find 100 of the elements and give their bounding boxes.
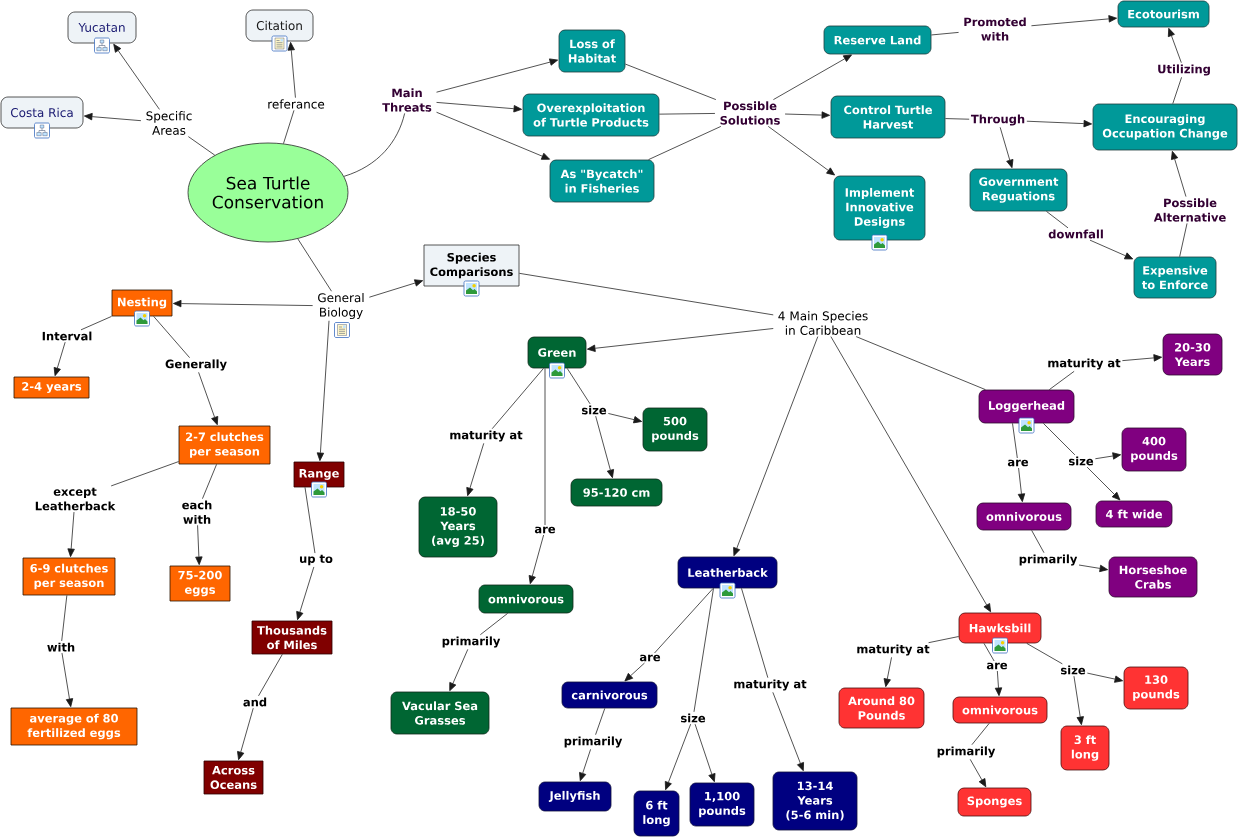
connector-line <box>1026 643 1063 665</box>
concept-box: 400 pounds <box>1121 427 1187 472</box>
concept-box: As "Bycatch" in Fisheries <box>549 159 655 203</box>
concept-box: Green <box>527 336 587 369</box>
concept-box: Control Turtle Harvest <box>830 95 946 139</box>
concept-box: Implement Innovative Designs <box>833 175 926 241</box>
connector-line <box>928 636 959 644</box>
linking-phrase: are <box>639 654 661 662</box>
concept-box: 95-120 cm <box>570 478 663 507</box>
connector-line <box>625 63 717 100</box>
concept-box: 20-30 Years <box>1162 333 1223 376</box>
arrow <box>436 111 550 160</box>
arrow <box>296 566 315 621</box>
arrow <box>84 113 142 122</box>
concept-box: Ecotourism <box>1117 0 1210 28</box>
concept-box: 500 pounds <box>642 407 708 452</box>
arrow <box>1031 15 1117 27</box>
concept-box: Reserve Land <box>823 25 932 55</box>
concept-box: Citation <box>245 9 314 42</box>
linking-phrase: 4 Main Species in Caribbean <box>778 311 868 335</box>
arrow <box>466 442 485 497</box>
connector-line <box>258 654 283 697</box>
concept-box: 6 ft long <box>633 790 680 837</box>
linking-phrase: Main Threats <box>382 88 432 112</box>
arrow <box>173 299 314 308</box>
connector-line <box>1172 76 1182 104</box>
arrow <box>1167 27 1182 64</box>
concept-box: omnivorous <box>952 696 1048 724</box>
connector-line <box>283 109 295 144</box>
linking-phrase: size <box>581 405 607 415</box>
linking-phrase: and <box>243 697 267 707</box>
arrow <box>969 758 987 788</box>
concept-box: Vacular Sea Grasses <box>390 691 490 735</box>
linking-phrase: maturity at <box>1048 358 1121 370</box>
arrow <box>624 662 645 682</box>
linking-phrase: Through <box>970 114 1025 126</box>
arrow <box>1017 467 1026 502</box>
linking-phrase: Utilizing <box>1158 64 1210 76</box>
arrow <box>1171 150 1187 197</box>
arrow <box>830 336 991 613</box>
concept-box: Around 80 Pounds <box>838 687 925 729</box>
arrow <box>237 707 254 761</box>
linking-phrase: General Biology <box>318 292 364 320</box>
linking-phrase: Generally <box>165 359 227 371</box>
linking-phrase: are <box>1007 459 1029 467</box>
connector-line <box>566 368 591 405</box>
connector-line <box>519 272 774 316</box>
linking-phrase: size <box>1068 456 1094 466</box>
linking-phrase: are <box>986 662 1008 670</box>
concept-box: 3 ft long <box>1060 725 1110 771</box>
arrow <box>694 723 716 783</box>
concept-box: Expensive to Enforce <box>1133 256 1217 299</box>
linking-phrase: except Leatherback <box>35 487 116 511</box>
linking-phrase: primarily <box>937 746 996 758</box>
linking-phrase: size <box>680 713 706 723</box>
connector-line <box>343 113 405 177</box>
connector-line <box>304 487 316 554</box>
connector-line <box>945 118 970 120</box>
concept-box: Across Oceans <box>203 760 264 795</box>
linking-phrase: Promoted with <box>964 17 1026 41</box>
linking-phrase: Interval <box>42 331 92 341</box>
arrow <box>999 126 1014 169</box>
concept-box: 130 pounds <box>1123 666 1189 710</box>
concept-box: Costa Rica <box>0 96 84 129</box>
arrow <box>1122 354 1162 362</box>
connector-line <box>983 643 995 662</box>
concept-box: carnivorous <box>561 681 658 709</box>
arrow <box>1073 675 1084 725</box>
arrow <box>883 656 892 688</box>
connector-line <box>595 708 606 736</box>
connector-line <box>1031 530 1045 554</box>
concept-box: average of 80 fertilized eggs <box>10 707 138 746</box>
arrow <box>436 58 559 93</box>
linking-phrase: downfall <box>1048 229 1103 239</box>
linking-phrase: Possible Solutions <box>720 101 780 125</box>
arrow <box>528 534 544 585</box>
connector-line <box>202 464 217 500</box>
linking-phrase: size <box>1060 665 1086 675</box>
connector-line <box>654 588 714 654</box>
connector-line <box>1046 211 1069 229</box>
arrow <box>1087 672 1124 683</box>
concept-box: 4 ft wide <box>1095 500 1173 528</box>
connector-line <box>187 136 216 156</box>
linking-phrase: primarily <box>442 636 501 648</box>
concept-box: Jellyfish <box>538 781 612 812</box>
linking-phrase: up to <box>300 554 333 566</box>
arrow <box>195 524 203 565</box>
connector-line <box>1012 423 1018 459</box>
arrow <box>1086 466 1121 501</box>
concept-box: Overexploitation of Turtle Products <box>522 93 660 137</box>
concept-box: Government Reguations <box>969 168 1068 212</box>
linking-phrase: maturity at <box>450 430 523 442</box>
connector-line <box>544 368 546 526</box>
arrow <box>587 328 774 352</box>
concept-box: 2-4 years <box>13 376 90 399</box>
connector-line <box>648 126 722 160</box>
concept-box: Thousands of Miles <box>251 620 333 655</box>
concept-box: Loss of Habitat <box>558 29 626 73</box>
concept-box: Nesting <box>111 289 173 317</box>
connector-line <box>931 32 959 36</box>
